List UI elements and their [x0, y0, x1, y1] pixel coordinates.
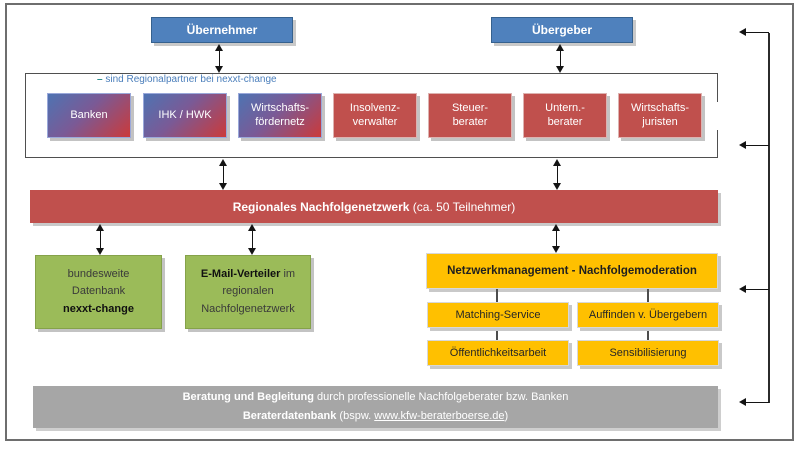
partner-box-ihk-hwk: IHK / HWK: [143, 93, 227, 138]
arrow-shaft: [743, 144, 769, 147]
arrow-uebergeber-partners: [556, 44, 565, 73]
connector-tick: [496, 289, 498, 302]
management-item-oeffentlichkeitsarbeit: Öffentlichkeitsarbeit: [427, 340, 569, 366]
email-line1: E-Mail-Verteiler im: [201, 266, 295, 283]
network-banner-title: Regionales Nachfolgenetzwerk: [232, 199, 410, 214]
database-box: bundesweite Datenbank nexxt-change: [35, 255, 162, 329]
partner-label: Wirtschafts- juristen: [630, 101, 690, 128]
email-line2: regionalen: [222, 285, 274, 298]
email-distribution-box: E-Mail-Verteiler im regionalen Nachfolge…: [185, 255, 311, 329]
advice-line1-bold: Beratung und Begleitung: [182, 391, 314, 403]
connector-tick: [496, 328, 498, 340]
uebergeber-label: Übergeber: [531, 23, 593, 37]
advice-line1-rest: durch professionelle Nachfolgeberater bz…: [314, 391, 569, 403]
uebergeber-box: Übergeber: [491, 17, 633, 43]
advice-line1: Beratung und Begleitung durch profession…: [183, 388, 569, 407]
partner-label: Wirtschafts- fördernetz: [250, 101, 310, 128]
management-item-auffinden: Auffinden v. Übergebern: [577, 302, 719, 328]
arrow-shaft: [555, 228, 558, 249]
advice-line2-post: ): [504, 410, 509, 422]
partner-label: Insolvenz- verwalter: [349, 101, 401, 128]
arrow-partners-network-right: [553, 159, 562, 190]
feedback-arrow-management: [739, 285, 769, 294]
partner-box-wirtschaftsjuristen: Wirtschafts- juristen: [618, 93, 702, 138]
feedback-arrow-advice: [739, 398, 769, 407]
partner-box-wirtschaftsfoerdernetz: Wirtschafts- fördernetz: [238, 93, 322, 138]
partners-container-border-gap: [715, 102, 721, 130]
advice-banner: Beratung und Begleitung durch profession…: [33, 386, 718, 428]
email-line3: Nachfolgenetzwerk: [201, 302, 295, 315]
feedback-arrow-top: [739, 28, 769, 37]
management-item-label: Matching-Service: [455, 309, 541, 321]
management-item-matching-service: Matching-Service: [427, 302, 569, 328]
advice-line2-pre: (bspw.: [336, 410, 375, 422]
arrow-shaft: [743, 288, 769, 291]
regional-network-banner: Regionales Nachfolgenetzwerk (ca. 50 Tei…: [30, 190, 718, 223]
connector-tick: [647, 328, 649, 340]
database-line1: bundesweite: [67, 268, 130, 281]
database-line3: nexxt-change: [63, 302, 134, 315]
database-line2: Datenbank: [71, 285, 126, 298]
arrow-network-database: [96, 224, 105, 255]
email-line1-rest: im: [280, 268, 296, 281]
arrow-network-management: [552, 224, 561, 253]
arrow-shaft: [556, 163, 559, 186]
advice-line2-bold: Beraterdatenbank: [242, 410, 337, 422]
arrow-shaft: [218, 48, 221, 69]
arrow-partners-network-left: [219, 159, 228, 190]
partners-legend: – sind Regionalpartner bei nexxt-change: [97, 74, 277, 85]
arrow-shaft: [559, 48, 562, 69]
arrow-uebernehmer-partners: [215, 44, 224, 73]
feedback-line: [768, 33, 770, 403]
network-banner-subtitle: (ca. 50 Teilnehmer): [409, 199, 516, 214]
management-item-label: Öffentlichkeitsarbeit: [449, 347, 547, 359]
uebernehmer-box: Übernehmer: [151, 17, 293, 43]
partner-box-unternehmensberater: Untern.- berater: [523, 93, 607, 138]
connector-tick: [647, 289, 649, 302]
management-item-label: Sensibilisierung: [609, 347, 687, 359]
partner-label: Banken: [70, 108, 108, 121]
uebernehmer-label: Übernehmer: [186, 23, 258, 37]
arrow-network-email: [248, 224, 257, 255]
diagram-frame: [5, 3, 794, 441]
kfw-beraterboerse-link[interactable]: www.kfw-beraterboerse.de: [374, 410, 505, 422]
partner-label: IHK / HWK: [158, 108, 212, 121]
email-line1-bold: E-Mail-Verteiler: [200, 268, 281, 281]
arrow-shaft: [743, 31, 769, 34]
management-title: Netzwerkmanagement - Nachfolgemoderation: [447, 265, 697, 277]
arrow-shaft: [222, 163, 225, 186]
partner-label: Untern.- berater: [545, 101, 585, 128]
partner-box-steuerberater: Steuer- berater: [428, 93, 512, 138]
partner-label: Steuer- berater: [451, 101, 489, 128]
network-management-box: Netzwerkmanagement - Nachfolgemoderation: [426, 253, 718, 289]
network-banner-text: Regionales Nachfolgenetzwerk (ca. 50 Tei…: [233, 200, 516, 214]
arrow-shaft: [99, 228, 102, 251]
arrow-shaft: [251, 228, 254, 251]
arrow-shaft: [743, 401, 769, 404]
management-item-sensibilisierung: Sensibilisierung: [577, 340, 719, 366]
feedback-arrow-partners: [739, 141, 769, 150]
legend-dash-icon: –: [97, 74, 103, 85]
partner-box-insolvenzverwalter: Insolvenz- verwalter: [333, 93, 417, 138]
advice-line2: Beraterdatenbank (bspw. www.kfw-beraterb…: [243, 407, 508, 426]
partner-box-banken: Banken: [47, 93, 131, 138]
management-item-label: Auffinden v. Übergebern: [588, 309, 708, 321]
legend-text: sind Regionalpartner bei nexxt-change: [105, 74, 277, 85]
